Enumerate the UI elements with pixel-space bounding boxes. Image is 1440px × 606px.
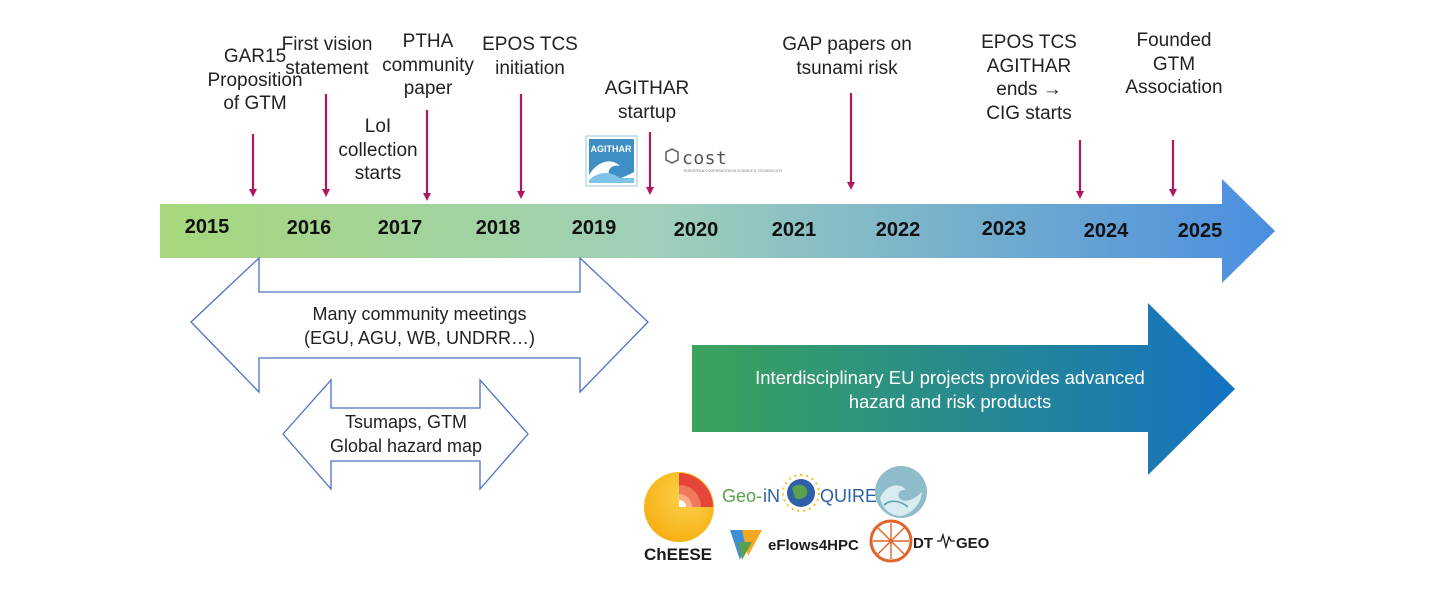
event-pointer-head (1169, 189, 1177, 197)
dtgeo-logo (869, 519, 955, 563)
cost-logo (665, 148, 679, 164)
year-label: 2023 (981, 218, 1027, 240)
year-label: 2019 (571, 217, 617, 239)
meetings-double-arrow (190, 256, 649, 394)
year-label: 2021 (771, 219, 817, 241)
event-pointer-head (423, 193, 431, 201)
cost-logo-text: cost (682, 148, 727, 169)
cheese-logo (644, 472, 714, 542)
eu-projects-text: Interdisciplinary EU projects provides a… (755, 367, 1145, 412)
year-label: 2015 (184, 216, 230, 238)
geoinquire-logo-text-a: Geo- (722, 486, 762, 506)
meetings-text: Many community meetings(EGU, AGU, WB, UN… (303, 304, 535, 348)
year-label: 2018 (475, 217, 521, 239)
year-label: 2025 (1177, 220, 1223, 242)
dtgeo-logo-text-b: GEO (956, 535, 990, 552)
agithar-logo-text: AGITHAR (591, 144, 632, 154)
geoinquire-logo (782, 474, 820, 512)
year-label: 2024 (1083, 220, 1129, 242)
geoinquire-logo-text-b: iN (763, 486, 780, 506)
eflows-logo (730, 530, 762, 560)
geoinquire-logo-text-c: QUIRE (820, 486, 877, 506)
year-label: 2017 (377, 217, 423, 239)
event-pointer-head (646, 187, 654, 195)
timeline-arrow (160, 179, 1275, 283)
event-arrows (249, 93, 1177, 201)
agithar-logo (585, 135, 638, 187)
event-pointer-head (322, 189, 330, 197)
event-pointer-head (517, 191, 525, 199)
eu-projects-arrow (692, 303, 1235, 475)
tsumaps-double-arrow (282, 378, 529, 491)
event-pointer-head (1076, 191, 1084, 199)
year-label: 2020 (673, 219, 719, 241)
dtgeo-logo-text-a: DT (913, 535, 933, 552)
year-label: 2016 (286, 217, 332, 239)
year-label: 2022 (875, 219, 921, 241)
event-pointer-head (249, 189, 257, 197)
cheese-logo-text: ChEESE (644, 545, 712, 564)
eflows-logo-text: eFlows4HPC (768, 537, 859, 554)
wave-logo (875, 466, 927, 518)
event-pointer-head (847, 182, 855, 190)
cost-logo-subtitle: EUROPEAN COOPERATION IN SCIENCE & TECHNO… (684, 169, 783, 173)
